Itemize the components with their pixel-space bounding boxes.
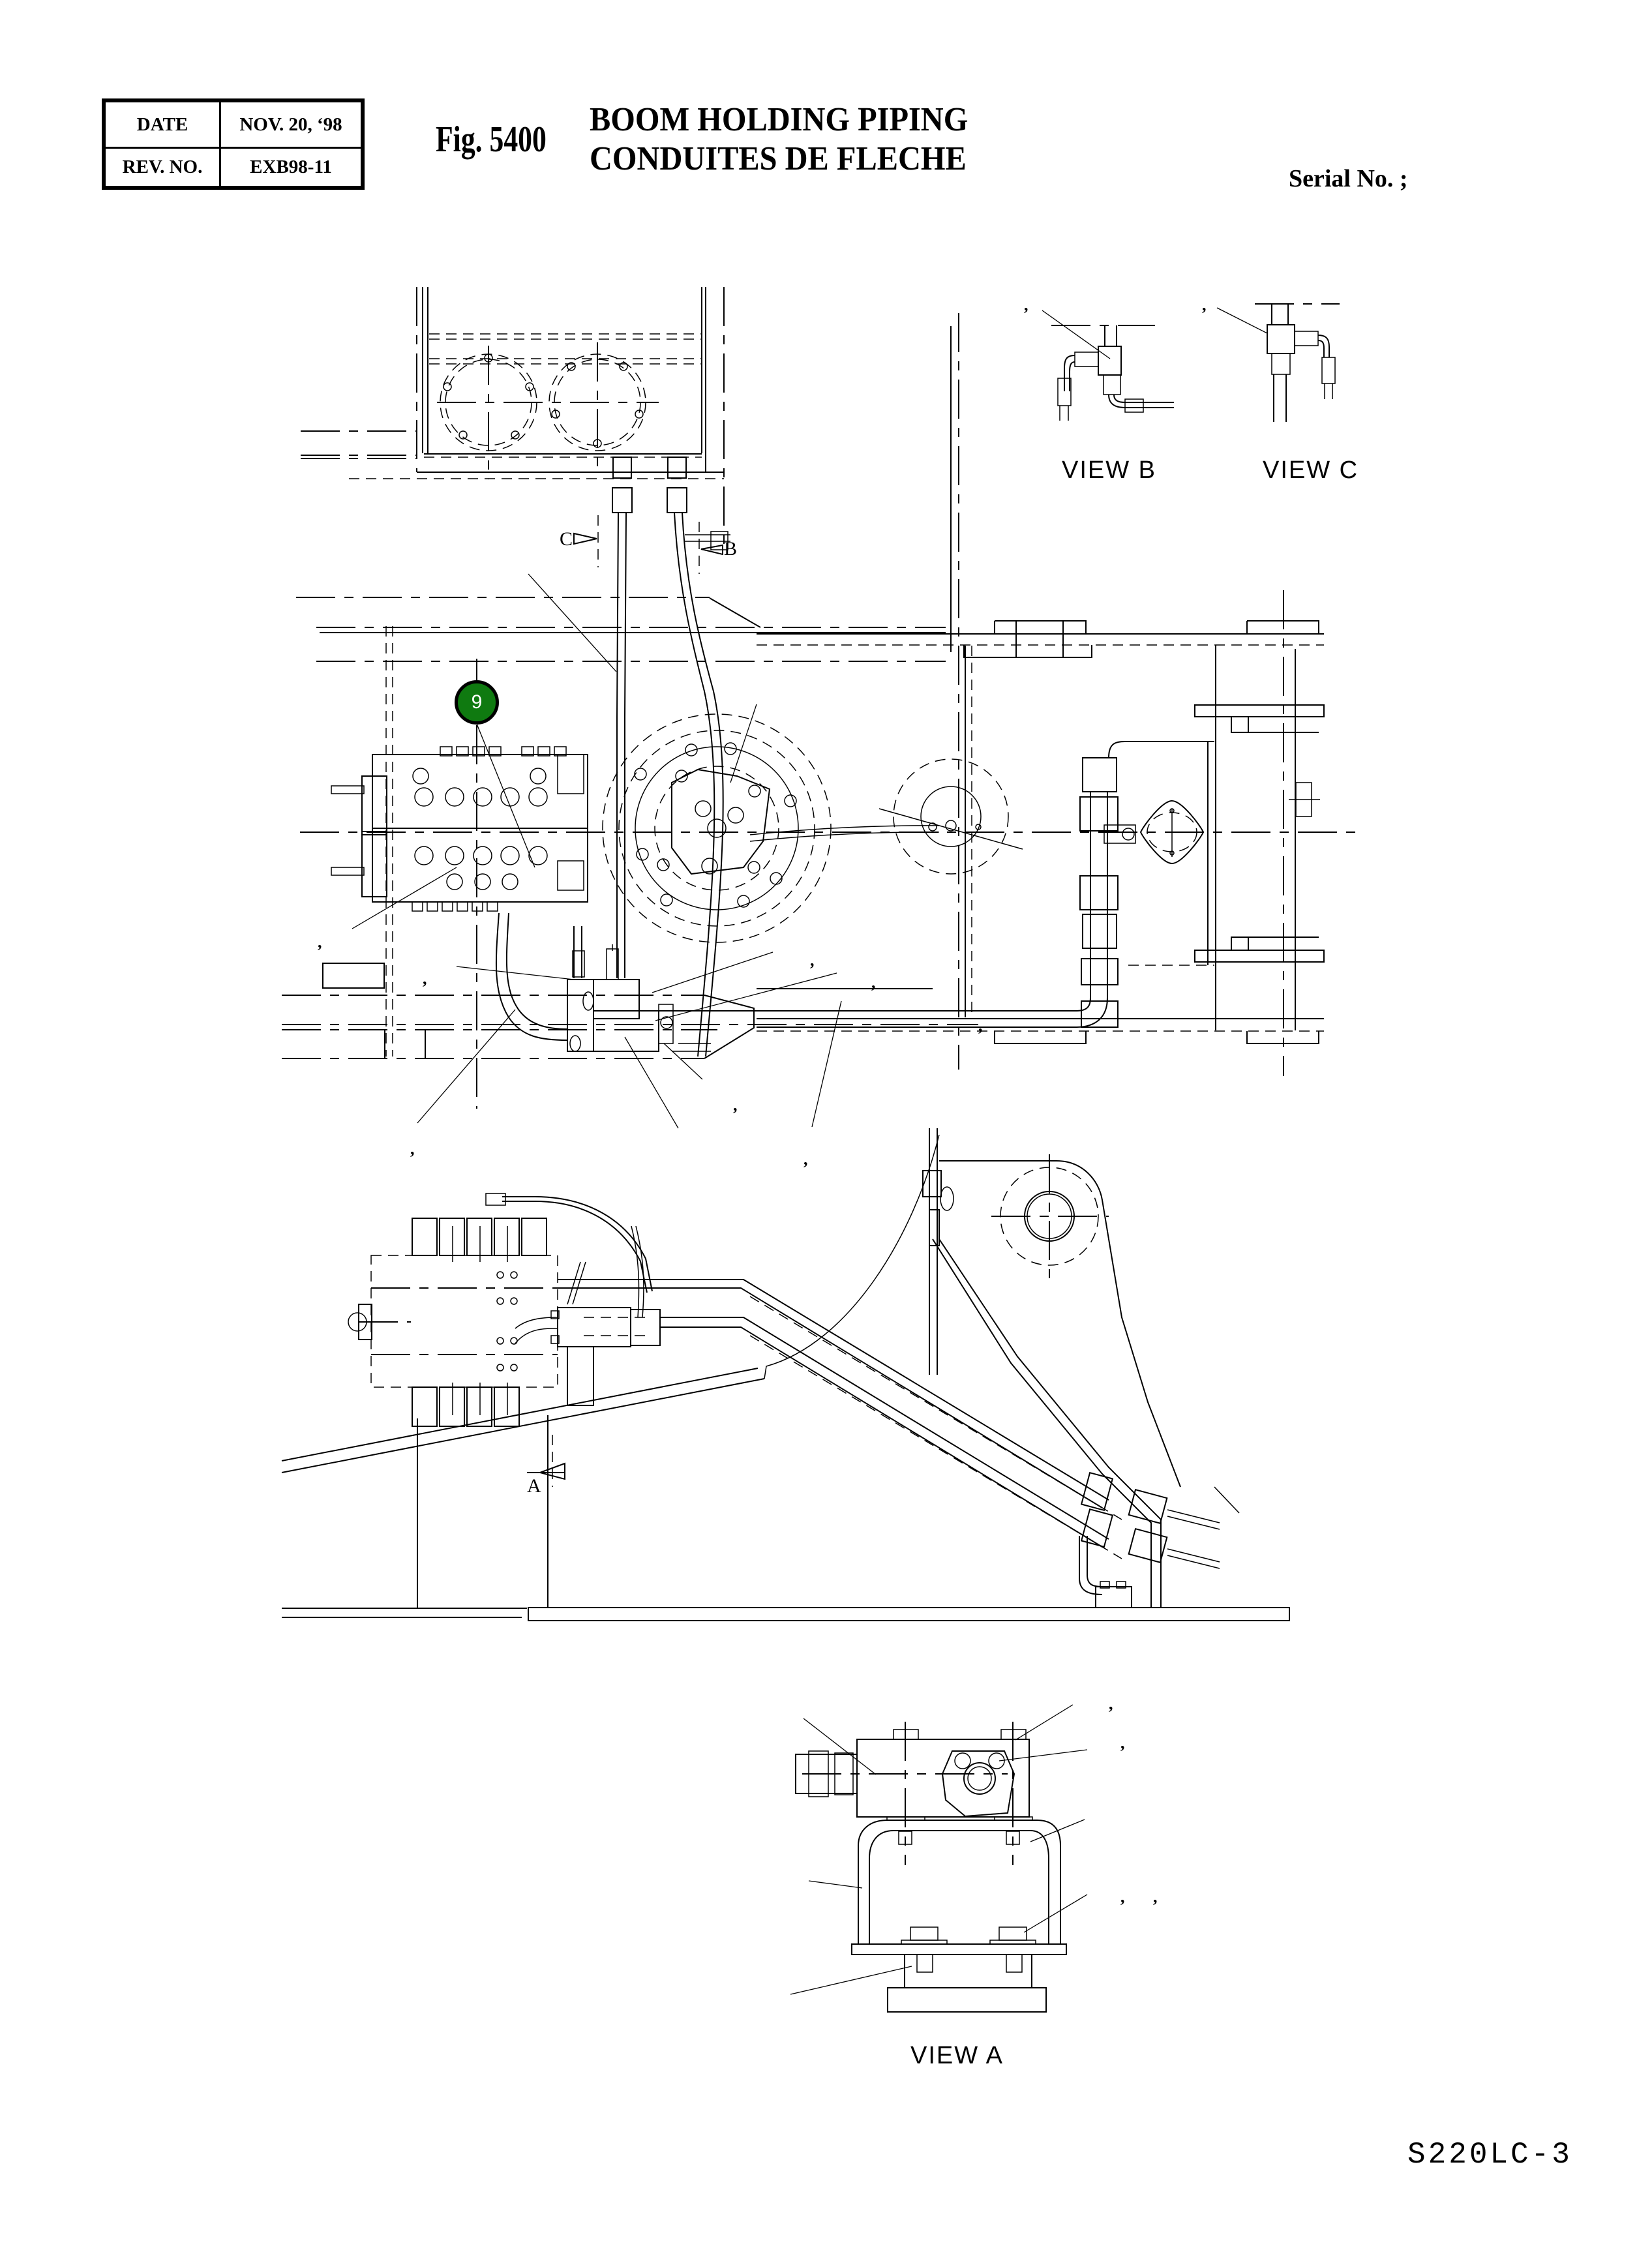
annotation-mark: , <box>1120 1733 1125 1752</box>
view-c-label: VIEW C <box>1263 457 1359 484</box>
valve-spools-plan <box>412 747 566 911</box>
annotation-mark: , <box>1202 295 1207 314</box>
section-label-a: A <box>527 1475 541 1497</box>
serial-number-label: Serial No. ; <box>1289 165 1408 192</box>
valve-ports-plan <box>413 768 547 890</box>
holding-valve-plan <box>567 944 711 1051</box>
annotation-mark: , <box>1109 1694 1113 1713</box>
annotation-mark: , <box>871 973 876 992</box>
annotation-mark: , <box>410 1139 415 1158</box>
date-value: NOV. 20, ‘98 <box>221 102 361 149</box>
annotation-mark: , <box>803 1150 808 1169</box>
annotation-mark: , <box>978 1016 983 1035</box>
callout-marker-9[interactable]: 9 <box>455 680 499 725</box>
annotation-mark: , <box>1024 295 1029 314</box>
view-b-label: VIEW B <box>1062 457 1157 484</box>
view-a-detail <box>790 1705 1087 2012</box>
view-b-detail <box>1042 310 1174 421</box>
annotation-mark: , <box>733 1096 738 1115</box>
title-french: CONDUITES DE FLECHE <box>590 140 967 177</box>
annotation-mark: , <box>810 951 815 970</box>
section-mark-a <box>527 1463 565 1479</box>
model-number: S220LC-3 <box>1407 2138 1572 2172</box>
annotation-mark: , <box>423 969 427 988</box>
main-plan-view <box>282 313 1357 1128</box>
revision-table: DATE NOV. 20, ‘98 REV. NO. EXB98-11 <box>102 98 365 190</box>
view-c-detail <box>1217 304 1340 422</box>
annotation-mark: , <box>318 933 322 952</box>
rev-label: REV. NO. <box>106 149 221 186</box>
section-label-b: B <box>724 538 738 560</box>
annotation-mark: , <box>1153 1887 1158 1906</box>
section-label-c: C <box>560 528 573 550</box>
valve-spools-side <box>412 1218 547 1426</box>
view-a-label: VIEW A <box>910 2042 1004 2069</box>
side-view <box>282 1128 1289 1621</box>
section-mark-c <box>574 515 598 567</box>
upper-frame-assembly <box>301 287 730 1057</box>
figure-number: Fig. 5400 <box>436 119 547 160</box>
date-label: DATE <box>106 102 221 149</box>
section-mark-b <box>699 522 723 574</box>
annotation-mark: , <box>1120 1887 1125 1906</box>
rev-value: EXB98-11 <box>250 157 332 177</box>
title-english: BOOM HOLDING PIPING <box>590 101 969 138</box>
callout-marker-number: 9 <box>471 691 483 713</box>
